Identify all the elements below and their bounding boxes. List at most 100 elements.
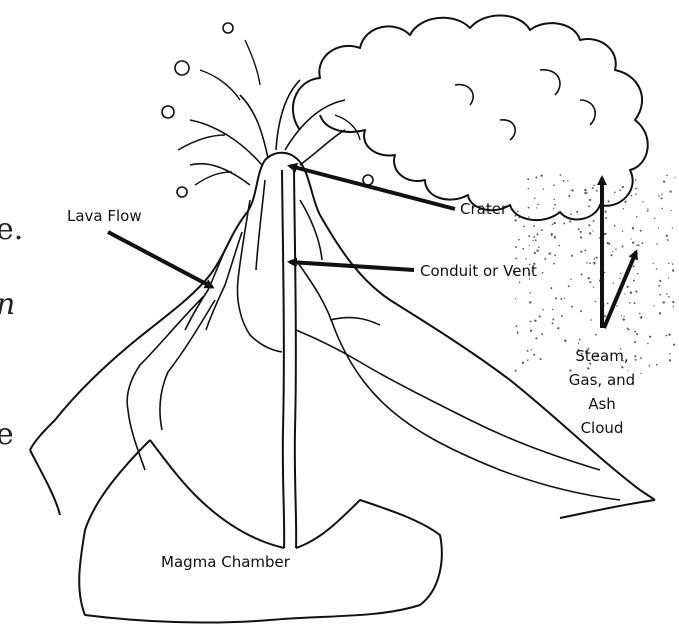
ash-speckle — [626, 328, 627, 329]
ash-speckle — [561, 315, 563, 317]
ash-speckle — [560, 298, 562, 300]
ash-speckle — [642, 201, 643, 202]
ash-speckle — [596, 190, 598, 192]
ash-speckle — [571, 306, 573, 308]
ash-speckle — [529, 301, 531, 303]
margin-fragment-2: n — [0, 290, 15, 320]
ash-speckle — [623, 208, 624, 209]
ash-speckle — [633, 280, 635, 282]
ash-speckle — [530, 321, 532, 323]
ash-speckle — [621, 315, 622, 316]
ash-speckle — [554, 199, 556, 201]
ash-speckle — [656, 364, 658, 366]
ash-speckle — [518, 239, 520, 241]
ash-speckle — [555, 298, 556, 299]
eruption-lines — [190, 80, 345, 185]
ash-speckle — [647, 210, 649, 212]
ash-speckle — [666, 235, 668, 237]
ash-speckle — [666, 175, 668, 177]
ash-speckle — [530, 330, 532, 332]
ash-speckle — [541, 333, 543, 335]
ash-speckle — [580, 273, 582, 275]
ash-speckle — [623, 316, 624, 317]
ash-speckle — [619, 278, 620, 279]
ash-speckle — [563, 223, 565, 225]
ash-speckle — [568, 285, 570, 287]
ash-speckle — [557, 327, 559, 329]
cloud-label-line4: Cloud — [567, 416, 637, 440]
ash-speckle — [672, 269, 674, 271]
ash-speckle — [534, 198, 535, 199]
ash-speckle — [564, 340, 566, 342]
ash-speckle — [627, 328, 629, 330]
conduit — [282, 170, 296, 548]
ash-speckle — [522, 362, 524, 364]
ash-speckle — [570, 279, 571, 280]
ash-speckle — [576, 211, 578, 213]
ash-speckle — [614, 225, 616, 227]
ash-speckle — [571, 255, 573, 257]
ash-speckle — [640, 230, 642, 232]
ash-speckle — [538, 246, 540, 248]
ash-speckle — [672, 301, 674, 303]
ash-speckle — [552, 319, 554, 321]
ash-speckle — [528, 216, 529, 217]
ash-speckle — [634, 341, 636, 343]
ash-speckle — [619, 189, 621, 191]
ash-speckle — [517, 211, 519, 213]
ash-speckle — [525, 258, 526, 259]
ash-speckle — [558, 245, 560, 247]
ash-speckle — [553, 208, 554, 209]
ash-speckle — [639, 313, 640, 314]
ash-speckle — [571, 189, 573, 191]
ash-speckle — [604, 315, 606, 317]
ash-speckle — [515, 257, 517, 259]
ash-speckle — [640, 373, 641, 374]
ash-speckle — [537, 204, 539, 206]
ash-speckle — [535, 239, 537, 241]
ash-speckle — [620, 273, 621, 274]
ash-speckle — [536, 249, 538, 251]
ash-speckle — [658, 227, 659, 228]
ash-speckle — [638, 244, 640, 246]
ash-speckle — [660, 197, 662, 199]
ash-speckle — [522, 248, 524, 250]
ash-speckle — [632, 227, 634, 229]
ash-speckle — [647, 208, 648, 209]
ash-speckle — [570, 213, 572, 215]
cloud-label-line3: Ash — [567, 392, 637, 416]
ash-speckle — [590, 319, 592, 321]
cloud-label: Steam, Gas, and Ash Cloud — [567, 344, 637, 440]
ash-speckle — [616, 305, 617, 306]
ash-speckle — [633, 265, 635, 267]
ash-speckle — [564, 297, 565, 298]
ash-speckle — [541, 175, 543, 177]
ash-speckle — [632, 241, 634, 243]
ash-speckle — [580, 310, 582, 312]
ash-speckle — [658, 285, 660, 287]
ash-speckle — [622, 231, 623, 232]
ash-speckle — [642, 242, 644, 244]
ash-speckle — [658, 195, 660, 197]
ash-speckle — [605, 211, 607, 213]
ash-speckle — [584, 249, 586, 251]
ash-speckle — [672, 227, 673, 228]
magma-chamber — [79, 440, 442, 622]
ash-speckle — [592, 230, 593, 231]
ash-speckle — [527, 178, 529, 180]
ash-speckle — [535, 337, 537, 339]
ash-speckle — [552, 309, 553, 310]
ash-speckle — [669, 359, 671, 361]
ash-speckle — [589, 262, 591, 264]
ash-speckle — [622, 186, 624, 188]
ash-speckle — [554, 204, 556, 206]
crater-label: Crater — [460, 202, 507, 217]
ash-speckle — [530, 349, 531, 350]
ash-speckle — [515, 298, 516, 299]
lava-bombs — [162, 23, 373, 197]
ash-speckle — [604, 272, 605, 273]
ash-speckle — [661, 194, 662, 195]
ash-speckle — [640, 357, 642, 359]
ash-speckle — [593, 220, 595, 222]
margin-fragment-3: e — [0, 420, 14, 450]
